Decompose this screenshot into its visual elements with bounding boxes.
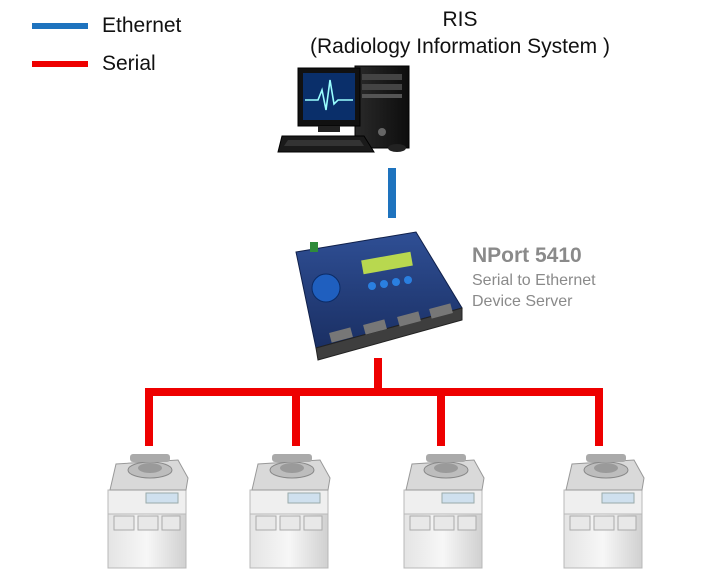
legend-ethernet-label: Ethernet bbox=[102, 14, 182, 37]
nport-desc-line2: Device Server bbox=[472, 293, 573, 310]
medical-analyzer-icon bbox=[249, 453, 331, 569]
ris-title: RIS bbox=[442, 8, 478, 31]
device-server-icon bbox=[295, 231, 463, 361]
ris-subtitle: (Radiology Information System ) bbox=[310, 35, 610, 58]
legend-ethernet: Ethernet bbox=[32, 14, 181, 38]
medical-analyzer-icon bbox=[563, 453, 645, 569]
nport-desc-line1: Serial to Ethernet bbox=[472, 272, 596, 289]
desktop-computer-icon bbox=[277, 65, 410, 153]
nport-model: NPort 5410 bbox=[472, 244, 582, 267]
legend-ethernet-swatch bbox=[32, 23, 88, 29]
medical-analyzer-icon bbox=[107, 453, 189, 569]
legend-serial-swatch bbox=[32, 61, 88, 67]
medical-analyzer-icon bbox=[403, 453, 485, 569]
legend-serial-label: Serial bbox=[102, 52, 156, 75]
serial-bus bbox=[145, 358, 603, 446]
legend-serial: Serial bbox=[32, 52, 156, 76]
